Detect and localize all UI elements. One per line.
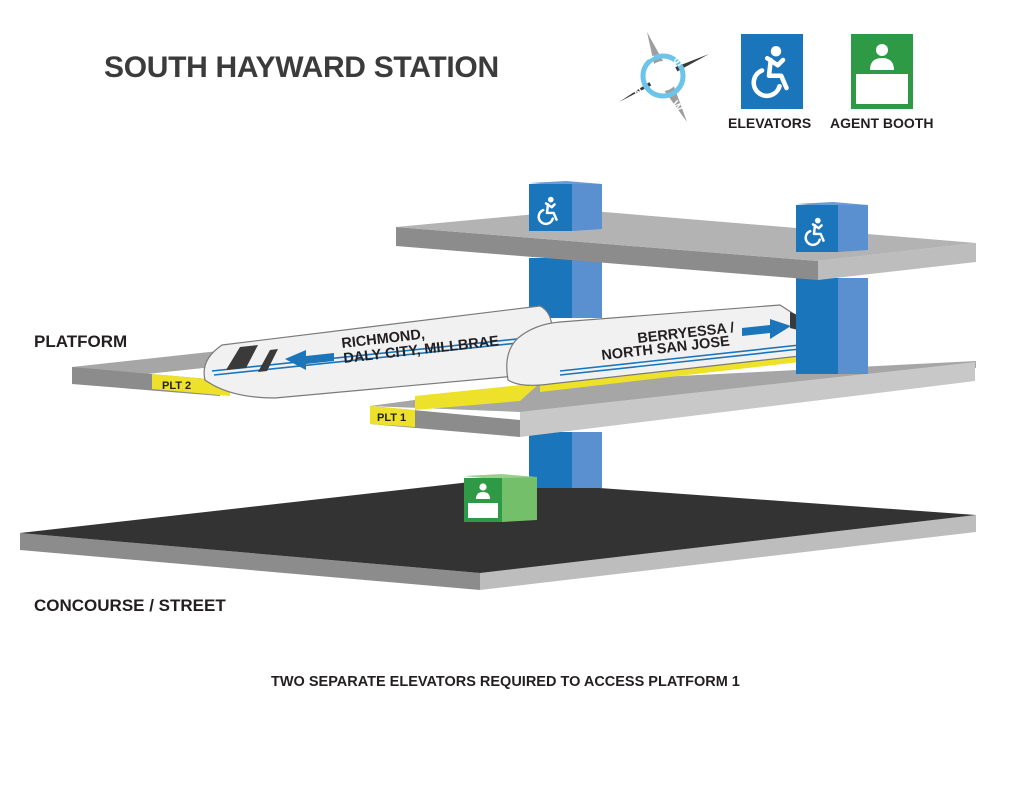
compass-icon: E S N W — [619, 32, 709, 122]
elevator-column-middle — [529, 258, 602, 318]
train-westbound: RICHMOND, DALY CITY, MILLBRAE — [203, 305, 561, 399]
platform-level-label: PLATFORM — [34, 332, 128, 351]
elevator-column-lower — [529, 432, 602, 488]
arrow-right-icon — [742, 319, 791, 339]
agent-booth — [464, 474, 537, 522]
elevator-left — [529, 181, 602, 231]
upper-level — [396, 210, 976, 280]
concourse-level — [20, 480, 976, 590]
plt2-label: PLT 2 — [162, 380, 191, 392]
train-eastbound: BERRYESSA / NORTH SAN JOSE — [506, 304, 801, 386]
arrow-left-icon — [285, 350, 334, 370]
legend-elevator-icon — [741, 34, 803, 109]
elevator-column-right — [796, 278, 868, 374]
access-note: TWO SEPARATE ELEVATORS REQUIRED TO ACCES… — [271, 674, 740, 690]
concourse-level-label: CONCOURSE / STREET — [34, 596, 226, 615]
elevator-right — [796, 202, 868, 252]
legend-agent-booth-label: AGENT BOOTH — [830, 115, 934, 131]
plt1-label: PLT 1 — [377, 412, 406, 424]
page-title: SOUTH HAYWARD STATION — [104, 51, 499, 84]
legend-agent-booth-icon — [851, 34, 913, 109]
legend-elevators-label: ELEVATORS — [728, 115, 812, 131]
